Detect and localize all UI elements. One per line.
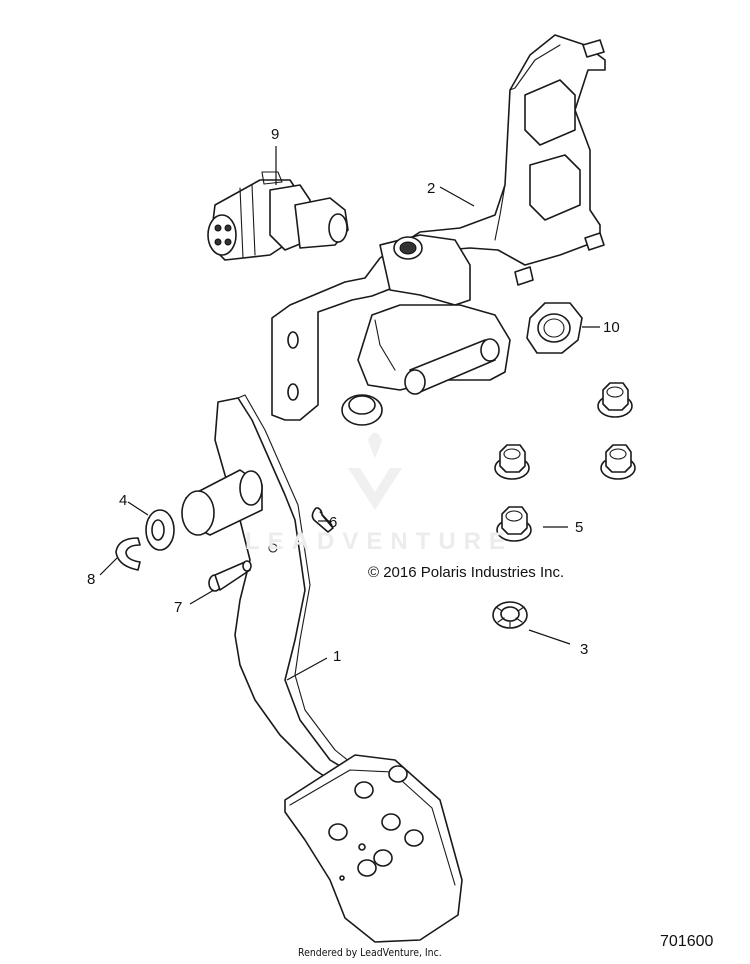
callout-5: 5 <box>575 519 583 536</box>
callout-1: 1 <box>333 648 341 665</box>
brake-switch <box>207 171 349 261</box>
watermark-emblem <box>348 432 402 510</box>
pedal-arm <box>181 394 463 943</box>
copyright-notice: © 2016 Polaris Industries Inc. <box>368 564 565 581</box>
callout-2: 2 <box>427 180 435 197</box>
callout-10: 10 <box>603 319 620 336</box>
callout-4: 4 <box>119 492 127 509</box>
callout-3: 3 <box>580 641 588 658</box>
leader-lines <box>99 146 600 681</box>
hex-nut <box>526 302 583 354</box>
callout-9: 9 <box>271 126 279 143</box>
drawing-id: 701600 <box>660 933 714 950</box>
callout-6: 6 <box>329 514 337 531</box>
mounting-bracket <box>271 34 606 426</box>
push-nut <box>492 601 528 629</box>
washer <box>145 509 175 551</box>
callout-7: 7 <box>174 599 182 616</box>
flange-nuts <box>494 382 636 542</box>
rendered-by-footer: Rendered by LeadVenture, Inc. <box>298 946 442 959</box>
clevis-pin <box>208 560 252 592</box>
cotter-pin <box>311 507 334 533</box>
callout-labels: 1 2 3 4 5 6 7 8 9 10 <box>87 126 620 665</box>
pedal-grip-holes <box>328 765 424 881</box>
callout-8: 8 <box>87 571 95 588</box>
e-clip <box>115 537 141 571</box>
watermark-text: LEADVENTURE <box>245 528 514 555</box>
